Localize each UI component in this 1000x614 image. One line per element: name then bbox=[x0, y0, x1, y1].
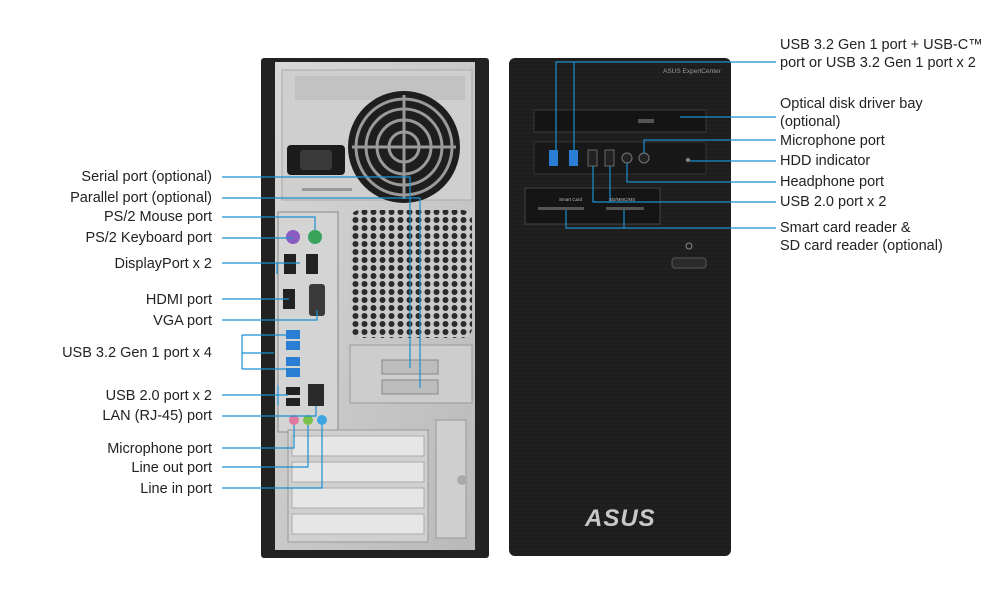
rear-vent bbox=[350, 210, 472, 338]
label-front-usb20: USB 2.0 port x 2 bbox=[780, 194, 887, 210]
label-hdd-indicator: HDD indicator bbox=[780, 153, 871, 169]
vga-port bbox=[309, 284, 325, 316]
displayport-2 bbox=[306, 254, 318, 274]
line-in-jack bbox=[317, 415, 327, 425]
usb3-port-3 bbox=[286, 357, 300, 366]
label-usb20-rear: USB 2.0 port x 2 bbox=[105, 388, 212, 404]
usb3-port-4 bbox=[286, 368, 300, 377]
front-usb2-port-2 bbox=[604, 149, 615, 167]
displayport-1 bbox=[284, 254, 296, 274]
usb2-port-2 bbox=[286, 398, 300, 406]
front-callout-lines bbox=[555, 61, 776, 229]
rear-callout-lines bbox=[222, 176, 421, 489]
smart-card-tag: Smart Card bbox=[559, 197, 583, 202]
label-usb32-rear: USB 3.2 Gen 1 port x 4 bbox=[62, 345, 212, 361]
usb3-port-2 bbox=[286, 341, 300, 350]
front-usb3-port-2 bbox=[569, 150, 578, 166]
label-hdmi: HDMI port bbox=[145, 292, 212, 308]
sd-card-tag: SD/MMC/MS bbox=[609, 197, 636, 202]
label-mic-rear: Microphone port bbox=[107, 441, 212, 457]
front-usb3-port-1 bbox=[549, 150, 558, 166]
label-odd-line2: (optional) bbox=[780, 114, 841, 130]
microphone-jack bbox=[638, 152, 650, 164]
usb3-port-1 bbox=[286, 330, 300, 339]
line-out-jack bbox=[303, 415, 313, 425]
label-ps2-mouse: PS/2 Mouse port bbox=[104, 209, 212, 225]
label-vga: VGA port bbox=[153, 313, 212, 329]
label-line-in: Line in port bbox=[140, 481, 212, 497]
label-front-usb-line2: port or USB 3.2 Gen 1 port x 2 bbox=[780, 55, 976, 71]
label-parallel-port: Parallel port (optional) bbox=[70, 190, 212, 206]
ps2-mouse-port bbox=[308, 230, 322, 244]
label-lan: LAN (RJ-45) port bbox=[102, 408, 212, 424]
front-usb2-port-1 bbox=[587, 149, 598, 167]
label-odd-line1: Optical disk driver bay bbox=[780, 96, 923, 112]
label-line-out: Line out port bbox=[131, 460, 212, 476]
label-ps2-keyboard: PS/2 Keyboard port bbox=[85, 230, 212, 246]
label-displayport: DisplayPort x 2 bbox=[114, 256, 212, 272]
optical-drive-bay bbox=[533, 109, 707, 133]
label-front-usb-line1: USB 3.2 Gen 1 port + USB-C™ bbox=[780, 37, 983, 53]
label-headphone: Headphone port bbox=[780, 174, 884, 190]
hdd-led bbox=[686, 158, 690, 162]
ps2-keyboard-port bbox=[286, 230, 300, 244]
label-serial-port: Serial port (optional) bbox=[81, 169, 212, 185]
model-label: ASUS ExpertCenter bbox=[663, 68, 721, 75]
front-tower bbox=[509, 58, 731, 556]
rear-tower bbox=[261, 58, 489, 558]
power-button bbox=[671, 257, 707, 269]
label-card-line2: SD card reader (optional) bbox=[780, 238, 943, 254]
lan-port bbox=[308, 384, 324, 406]
asus-logo: ASUS bbox=[585, 505, 656, 532]
label-front-mic: Microphone port bbox=[780, 133, 885, 149]
mic-jack bbox=[289, 415, 299, 425]
headphone-jack bbox=[621, 152, 633, 164]
usb2-port-1 bbox=[286, 387, 300, 395]
label-card-line1: Smart card reader & bbox=[780, 220, 911, 236]
